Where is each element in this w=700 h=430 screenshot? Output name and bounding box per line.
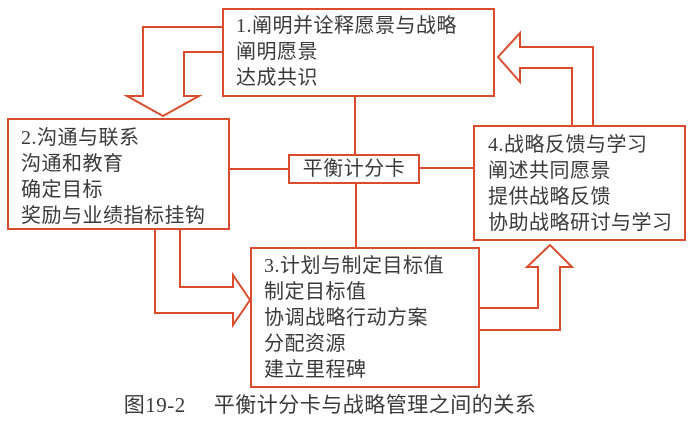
node-planning-targets: 3.计划与制定目标值 制定目标值 协调战略行动方案 分配资源 建立里程碑 [250, 247, 480, 388]
node-text-line: 确定目标 [21, 179, 103, 201]
figure-caption: 图19-2 平衡计分卡与战略管理之间的关系 [0, 391, 660, 419]
node-text-line: 奖励与业绩指标挂钩 [21, 205, 206, 227]
arrow-box1-to-box2-icon [123, 26, 225, 118]
node-text-line: 阐明愿景 [236, 41, 318, 63]
figure-title: 平衡计分卡与战略管理之间的关系 [213, 393, 537, 417]
node-text-line: 2.沟通与联系 [21, 127, 140, 149]
node-text-line: 达成共识 [236, 67, 318, 89]
node-text-line: 沟通和教育 [21, 153, 124, 175]
node-text-line: 3.计划与制定目标值 [264, 255, 444, 277]
node-text-line: 协调战略行动方案 [264, 307, 428, 329]
node-text-line: 制定目标值 [264, 281, 367, 303]
node-balanced-scorecard: 平衡计分卡 [288, 154, 420, 184]
node-text-line: 建立里程碑 [264, 359, 367, 381]
node-text-line: 提供战略反馈 [488, 186, 611, 208]
arrow-box2-to-box3-icon [154, 227, 252, 329]
node-text-line: 1.阐明并诠释愿景与战略 [236, 15, 457, 37]
node-text-line: 平衡计分卡 [302, 158, 406, 180]
arrow-box4-to-box1-icon [496, 30, 594, 128]
arrow-box3-to-box4-icon [477, 243, 575, 331]
figure-number: 图19-2 [123, 393, 186, 417]
node-text-line: 阐述共同愿景 [488, 160, 611, 182]
node-text-line: 协助战略研讨与学习 [488, 212, 673, 234]
node-vision-strategy: 1.阐明并诠释愿景与战略 阐明愿景 达成共识 [222, 8, 495, 97]
node-feedback-learning: 4.战略反馈与学习 阐述共同愿景 提供战略反馈 协助战略研讨与学习 [473, 125, 686, 241]
node-communication-linking: 2.沟通与联系 沟通和教育 确定目标 奖励与业绩指标挂钩 [7, 118, 230, 230]
node-text-line: 分配资源 [264, 333, 346, 355]
node-text-line: 4.战略反馈与学习 [488, 134, 648, 156]
